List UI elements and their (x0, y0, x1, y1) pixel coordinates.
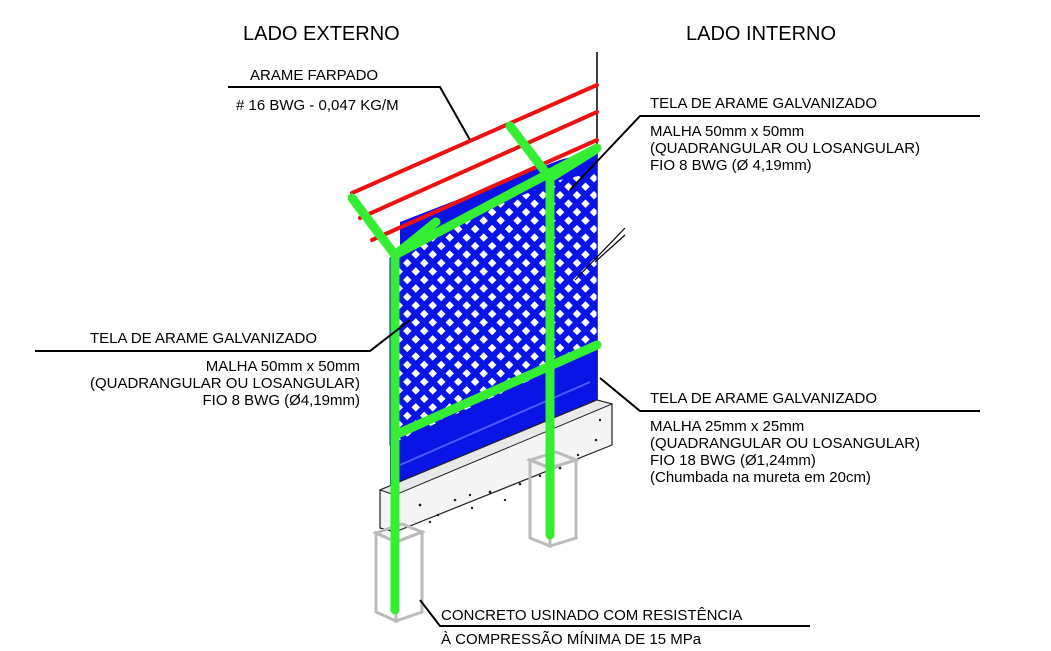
mesh-left-title: TELA DE ARAME GALVANIZADO (90, 330, 317, 347)
mesh-right-bottom-title: TELA DE ARAME GALVANIZADO (650, 390, 877, 407)
external-side-label: LADO EXTERNO (243, 23, 400, 45)
mesh-right-bottom-line4: (Chumbada na mureta em 20cm) (650, 469, 871, 486)
barbed-wires (350, 83, 599, 242)
mesh-right-top-line3: FIO 8 BWG (Ø 4,19mm) (650, 157, 812, 174)
internal-side-label: LADO INTERNO (686, 23, 836, 45)
lower-mesh-shade (399, 381, 591, 466)
mesh-left-line1: MALHA 50mm x 50mm (206, 358, 360, 375)
barbed-wire-title: ARAME FARPADO (250, 67, 378, 84)
mesh-right-top-line1: MALHA 50mm x 50mm (650, 123, 804, 140)
barbed-wire-spec: # 16 BWG - 0,047 KG/M (236, 97, 399, 114)
mesh-right-bottom-line1: MALHA 25mm x 25mm (650, 418, 804, 435)
mesh-right-top-line2: (QUADRANGULAR OU LOSANGULAR) (650, 140, 920, 157)
mesh-left-line2: (QUADRANGULAR OU LOSANGULAR) (90, 375, 360, 392)
pointer-arrow (574, 227, 626, 281)
leader-lines (35, 86, 980, 627)
fence-posts (347, 121, 602, 615)
mesh-left-line3: FIO 8 BWG (Ø4,19mm) (202, 392, 360, 409)
concrete-line1: CONCRETO USINADO COM RESISTÊNCIA (441, 607, 742, 624)
mesh-right-bottom-line3: FIO 18 BWG (Ø1,24mm) (650, 452, 816, 469)
pointer-arrow (594, 234, 626, 263)
lower-mesh-panel (390, 350, 597, 490)
concrete-line2: À COMPRESSÃO MÍNIMA DE 15 MPa (441, 631, 702, 648)
mesh-right-bottom-line2: (QUADRANGULAR OU LOSANGULAR) (650, 435, 920, 452)
mesh-right-top-title: TELA DE ARAME GALVANIZADO (650, 95, 877, 112)
